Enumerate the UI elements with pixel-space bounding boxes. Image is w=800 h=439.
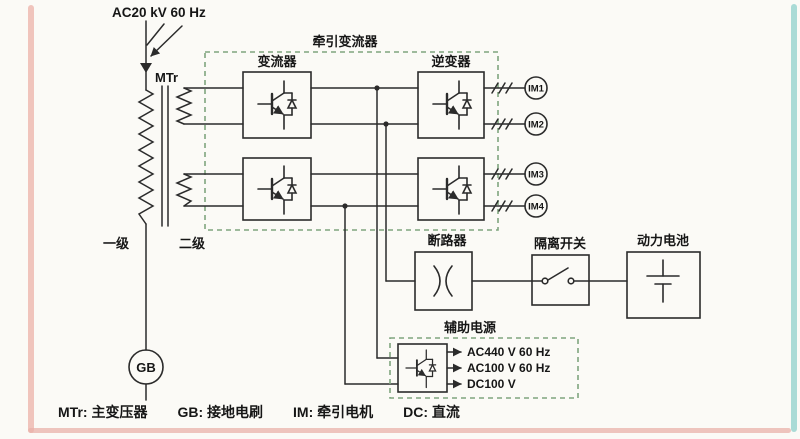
mtr-label: MTr	[155, 70, 178, 85]
supply-voltage-label: AC20 kV 60 Hz	[112, 5, 206, 20]
three-phase-marks	[491, 82, 513, 212]
legend-item-dc: DC: 直流	[403, 404, 460, 420]
dc-bus-wires	[342, 85, 416, 385]
switch-label: 隔离开关	[534, 236, 586, 251]
main-transformer: 一级 二级	[103, 85, 206, 251]
igbt-icon	[258, 166, 296, 214]
primary-winding	[137, 89, 155, 225]
gb-label: GB	[136, 360, 156, 375]
aux-power-group: 辅助电源 AC440 V 60 Hz AC100 V 60 Hz DC100 V	[389, 320, 579, 399]
breaker-label: 断路器	[427, 233, 467, 248]
scan-edge-left	[28, 5, 34, 433]
aux-output-label-3: DC100 V	[467, 377, 516, 391]
motor-1: IM1	[524, 76, 548, 100]
inverter-label: 逆变器	[431, 54, 471, 69]
converter-label: 变流器	[257, 54, 297, 69]
scan-edge-bottom	[28, 428, 791, 433]
motor-2: IM2	[524, 112, 548, 136]
motor-label: IM1	[528, 84, 545, 95]
aux-converter-unit	[397, 343, 448, 393]
igbt-icon	[258, 81, 296, 129]
converter-unit-1	[242, 71, 312, 139]
aux-power-label: 辅助电源	[444, 320, 496, 335]
battery-cell-icon	[646, 259, 680, 303]
igbt-icon	[406, 350, 436, 387]
motor-label: IM3	[528, 170, 544, 181]
battery: 动力电池	[626, 233, 701, 319]
power-supply: AC20 kV 60 Hz MTr	[112, 5, 206, 91]
motor-label: IM4	[528, 202, 545, 213]
igbt-icon	[433, 81, 471, 129]
converter-unit-2	[242, 157, 312, 221]
traction-converter-group: 牵引变流器 变流器 逆变器	[204, 34, 499, 231]
pantograph-icon	[146, 23, 183, 57]
legend: MTr: 主变压器 GB: 接地电刷 IM: 牵引电机 DC: 直流	[58, 402, 460, 422]
aux-output-label-2: AC100 V 60 Hz	[467, 361, 550, 375]
igbt-icon	[433, 166, 471, 214]
secondary-label: 二级	[179, 236, 206, 251]
circuit-breaker: 断路器	[414, 233, 473, 311]
contact-icon	[140, 63, 152, 73]
transformer-core	[161, 85, 169, 227]
legend-item-im: IM: 牵引电机	[293, 404, 374, 420]
aux-output-label-1: AC440 V 60 Hz	[467, 345, 550, 359]
traction-converter-label: 牵引变流器	[312, 34, 378, 49]
breaker-contacts-icon	[433, 265, 453, 297]
secondary-winding-1	[175, 87, 193, 125]
inverter-unit-1	[417, 71, 485, 139]
primary-label: 一级	[103, 236, 130, 251]
switch-blade-icon	[531, 267, 590, 285]
motor-label: IM2	[528, 120, 544, 131]
wires	[183, 85, 628, 385]
secondary-winding-2	[175, 173, 193, 207]
disconnect-switch: 隔离开关	[531, 236, 590, 306]
legend-item-gb: GB: 接地电刷	[177, 404, 264, 420]
aux-output-arrows	[446, 347, 462, 389]
motor-3: IM3	[524, 162, 548, 186]
legend-item-mtr: MTr: 主变压器	[58, 404, 148, 420]
scan-edge-right	[791, 4, 797, 432]
battery-label: 动力电池	[637, 233, 689, 248]
motor-4: IM4	[524, 194, 548, 218]
ground-brush: GB	[128, 223, 164, 401]
inverter-unit-2	[417, 157, 485, 221]
